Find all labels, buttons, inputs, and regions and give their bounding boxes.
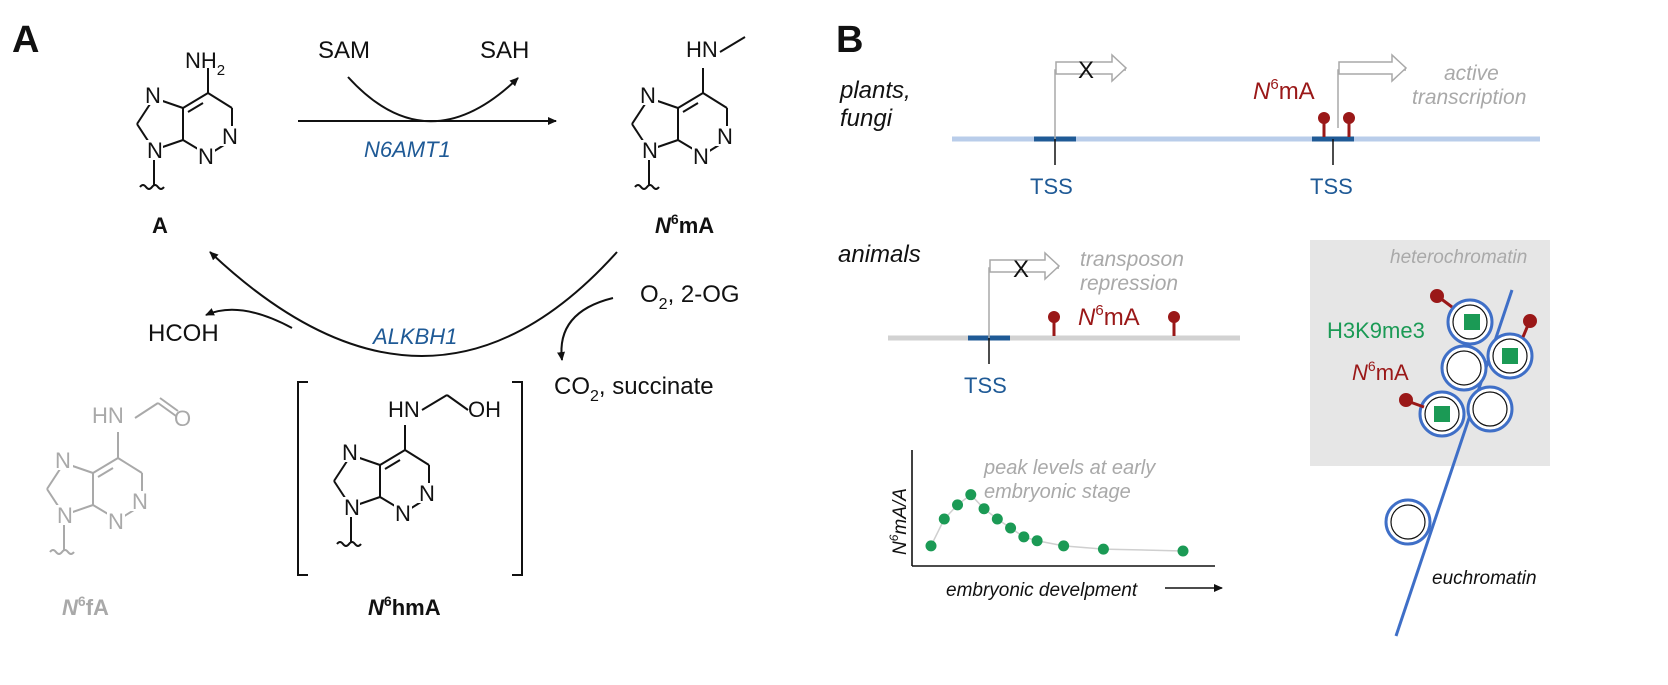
- n6ma-ring-n1: N: [717, 124, 733, 149]
- n6ma-mark-plants: N6mA: [1253, 76, 1315, 105]
- block-x-animals: X: [1013, 256, 1029, 283]
- coproduct-label: CO2, succinate: [554, 373, 714, 405]
- plot-annotation-line2: embryonic stage: [984, 481, 1131, 503]
- tss-active-plants: [1312, 53, 1408, 165]
- n6ma-lollipops-chromatin: [1399, 289, 1537, 409]
- demethylation-arrow: [209, 251, 618, 357]
- n6fa-ring-n4: N: [57, 503, 73, 528]
- adenine-ring-n4: N: [147, 138, 163, 163]
- tss-silenced-animals: [968, 251, 1061, 364]
- plot-point-5: [978, 503, 990, 515]
- cofactor-curved-arrow: [347, 76, 519, 123]
- tss-silenced-plants: [1034, 53, 1128, 165]
- organism-animals: animals: [838, 241, 921, 268]
- adenine-ring-n1: N: [222, 124, 238, 149]
- plot-xlabel: embryonic develpment: [946, 580, 1138, 601]
- n6hma-hn: HN: [388, 397, 420, 422]
- n6hma-oh: OH: [468, 397, 501, 422]
- n6fa-o: O: [174, 406, 191, 431]
- sam-label: SAM: [318, 37, 370, 64]
- adenine-ring-n2: N: [198, 144, 214, 169]
- tss-label-plants-1: TSS: [1030, 174, 1073, 199]
- n6ma-label: N6mA: [655, 211, 714, 238]
- embryonic-plot: [911, 450, 1215, 567]
- plot-annotation-line1: peak levels at early: [983, 457, 1156, 479]
- n6ma-lollipops-animals: [1048, 311, 1180, 336]
- n6fa-hn: HN: [92, 403, 124, 428]
- n6hma-label: N6hmA: [368, 593, 441, 620]
- h3k9me3-marks: [1434, 314, 1518, 422]
- cosubstrate-arrow: [557, 297, 614, 361]
- plot-point-3: [952, 499, 964, 511]
- n6hma-ring-n3: N: [342, 440, 358, 465]
- n6fa-label: N6fA: [62, 593, 109, 620]
- n6ma-hn: HN: [686, 37, 718, 62]
- n6hma-ring-n1: N: [419, 481, 435, 506]
- n6ma-lollipops-plants: [1318, 112, 1355, 137]
- h3k9me3-label: H3K9me3: [1327, 318, 1425, 343]
- plot-point-4: [965, 489, 977, 501]
- plot-point-10: [1058, 540, 1070, 552]
- n6hma-ring-n4: N: [344, 495, 360, 520]
- organism-fungi: fungi: [840, 105, 893, 132]
- enzyme-n6amt1: N6AMT1: [364, 137, 451, 162]
- repression-label-line2: repression: [1080, 272, 1178, 295]
- plot-point-8: [1018, 531, 1030, 543]
- block-x-plants: X: [1078, 57, 1094, 84]
- blocked-transcription-arrow: [1055, 53, 1128, 83]
- plot-point-9: [1031, 535, 1043, 547]
- blocked-transposon-arrow: [989, 251, 1061, 281]
- n6ma-ring-n3: N: [640, 83, 656, 108]
- n6ma-mark-animals: N6mA: [1078, 302, 1140, 331]
- plot-point-11: [1097, 543, 1109, 555]
- formaldehyde-label: HCOH: [148, 320, 219, 347]
- n6ma-mark-chromatin: N6mA: [1352, 358, 1409, 385]
- plot-point-6: [991, 513, 1003, 525]
- n6ma-ring-n4: N: [642, 138, 658, 163]
- euchromatin-label: euchromatin: [1432, 568, 1537, 589]
- sah-label: SAH: [480, 37, 529, 64]
- plot-point-7: [1005, 522, 1017, 534]
- n6fa-ring-n3: N: [55, 448, 71, 473]
- repression-label-line1: transposon: [1080, 248, 1184, 271]
- plot-series-line: [930, 493, 1184, 552]
- cosubstrate-label: O2, 2-OG: [640, 281, 740, 313]
- plot-ylabel: N6mA/A: [887, 488, 911, 555]
- organism-plants: plants,: [839, 77, 911, 104]
- plot-point-2: [938, 513, 950, 525]
- n6fa-ring-n1: N: [132, 489, 148, 514]
- heterochromatin-label: heterochromatin: [1390, 247, 1527, 268]
- active-transcription-arrow: [1338, 53, 1408, 83]
- tss-label-plants-2: TSS: [1310, 174, 1353, 199]
- enzyme-alkbh1: ALKBH1: [371, 324, 457, 349]
- active-label-line2: transcription: [1412, 86, 1526, 109]
- panel-label-b: B: [836, 19, 863, 61]
- plot-point-12: [1177, 545, 1189, 557]
- n6fa-ring-n2: N: [108, 509, 124, 534]
- plot-point-1: [925, 540, 937, 552]
- n6hma-brackets: [297, 381, 523, 576]
- panel-label-a: A: [12, 19, 39, 61]
- formaldehyde-release-arrow: [205, 308, 293, 329]
- adenine-ring-n3: N: [145, 83, 161, 108]
- plot-series-points: [925, 489, 1189, 557]
- adenine-nh2: NH2: [185, 48, 225, 79]
- n6ma-ring-n2: N: [693, 144, 709, 169]
- active-label-line1: active: [1444, 62, 1499, 85]
- tss-label-animals: TSS: [964, 373, 1007, 398]
- n6hma-ring-n2: N: [395, 501, 411, 526]
- adenine-label: A: [152, 213, 168, 238]
